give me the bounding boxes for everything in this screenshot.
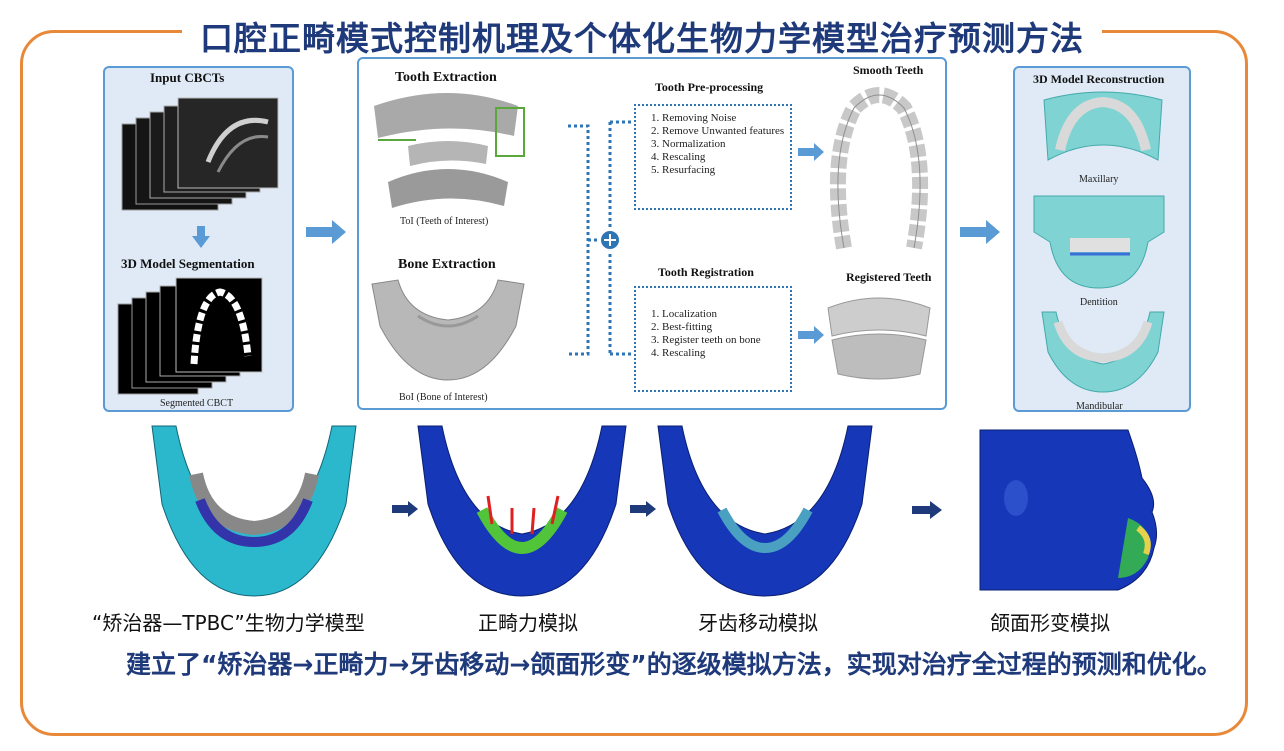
registered-teeth-heading: Registered Teeth [846,270,932,284]
mandibular-image [1041,311,1165,393]
list-item: Register teeth on bone [662,334,790,347]
smooth-teeth-image [829,87,929,250]
mandibular-caption: Mandibular [1076,401,1123,412]
bone-extraction-heading: Bone Extraction [398,257,496,272]
right-arrow-icon [798,326,824,344]
smooth-teeth-heading: Smooth Teeth [853,63,924,77]
right-arrow-icon [306,220,346,244]
segmented-cbct-image [117,277,263,395]
preprocessing-heading: Tooth Pre-processing [655,80,764,94]
right-arrow-icon [798,143,824,161]
registration-box: Localization Best-fitting Register teeth… [634,286,792,392]
maxillary-image [1043,91,1163,161]
list-item: Remove Unwanted features [662,125,790,138]
conclusion-text: 建立了“矫治器→正畸力→牙齿移动→颌面形变”的逐级模拟方法，实现对治疗全过程的预… [126,650,1222,679]
tooth-movement-image [657,425,873,597]
preprocessing-box: Removing Noise Remove Unwanted features … [634,104,792,210]
caption-tpbc-model: “矫治器—TPBC”生物力学模型 [92,611,365,635]
maxillary-caption: Maxillary [1079,174,1119,185]
right-arrow-icon [392,501,418,517]
list-item: Normalization [662,138,790,151]
orthodontic-force-image [417,425,627,597]
dentition-caption: Dentition [1080,297,1118,308]
input-cbcts-heading: Input CBCTs [150,70,225,85]
tpbc-model-image [151,425,357,597]
dentition-image [1033,195,1165,289]
right-arrow-icon [630,501,656,517]
boi-caption: BoI (Bone of Interest) [399,392,488,403]
connector-lines [568,120,636,356]
registered-teeth-image [827,297,931,380]
list-item: Rescaling [662,347,790,360]
registration-steps: Localization Best-fitting Register teeth… [636,308,790,360]
page-title: 口腔正畸模式控制机理及个体化生物力学模型治疗预测方法 [182,12,1102,60]
bone-extraction-image [371,279,525,381]
down-arrow-icon [192,226,210,248]
tooth-extraction-heading: Tooth Extraction [395,70,497,85]
title-bar: 口腔正畸模式控制机理及个体化生物力学模型治疗预测方法 [0,12,1284,60]
caption-deformation: 颌面形变模拟 [990,611,1110,635]
list-item: Rescaling [662,151,790,164]
list-item: Resurfacing [662,164,790,177]
right-arrow-icon [960,220,1000,244]
maxillofacial-deformation-image [979,429,1158,591]
caption-tooth-movement: 牙齿移动模拟 [698,611,818,635]
list-item: Localization [662,308,790,321]
tooth-extraction-image [374,93,525,208]
registration-heading: Tooth Registration [658,265,754,279]
list-item: Best-fitting [662,321,790,334]
preprocessing-steps: Removing Noise Remove Unwanted features … [636,112,790,177]
segmentation-heading: 3D Model Segmentation [121,256,255,271]
toi-caption: ToI (Teeth of Interest) [400,216,489,227]
list-item: Removing Noise [662,112,790,125]
caption-force-simulation: 正畸力模拟 [478,611,578,635]
right-arrow-icon [912,501,942,519]
cbct-slices-image [121,97,279,211]
reconstruction-heading: 3D Model Reconstruction [1033,72,1165,86]
segmented-cbct-caption: Segmented CBCT [160,398,234,409]
